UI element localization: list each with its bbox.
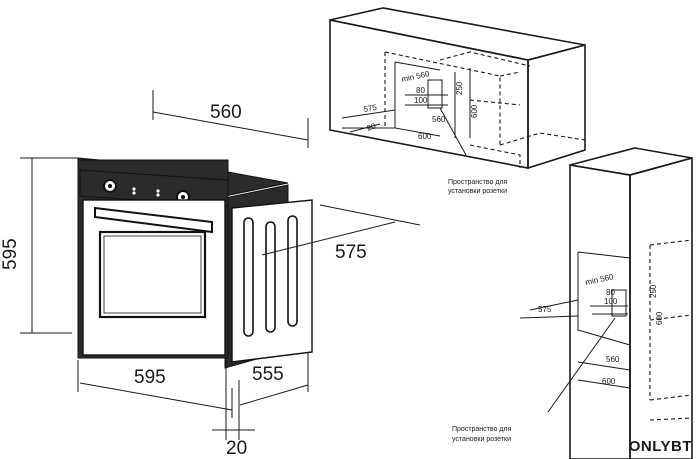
oven-control-panel <box>79 169 229 207</box>
top-label-250: 250 <box>455 81 464 95</box>
indicator-dot-icon <box>132 191 136 195</box>
top-label-575: 575 <box>363 103 378 114</box>
top-label-560: 560 <box>432 115 446 124</box>
tall-label-min560: min 560 <box>585 272 615 287</box>
top-label-600v: 600 <box>470 104 479 118</box>
tall-label-560: 560 <box>606 355 620 364</box>
top-note-line1: Пространство для <box>448 179 508 186</box>
oven-drawing <box>77 157 313 369</box>
knob-left-inner-icon <box>108 184 112 188</box>
tall-cabinet-front-face <box>569 164 631 459</box>
oven-dimensions: 560 595 575 595 555 20 <box>0 90 421 459</box>
tall-label-80: 80 <box>606 288 615 297</box>
upper-cabinet-drawing: min 560 80 100 250 600 575 560 20 600 Пр… <box>329 7 586 195</box>
indicator-dot-icon <box>156 193 160 197</box>
door-handle <box>94 206 213 234</box>
tall-note-line1: Пространство для <box>452 426 512 433</box>
watermark-logo: ONLYBT <box>628 438 692 455</box>
tall-label-600h: 600 <box>602 377 616 386</box>
top-label-min560: min 560 <box>401 69 431 84</box>
tall-note-line2: установки розетки <box>452 436 511 443</box>
indicator-dot-icon <box>156 189 160 193</box>
dim-offset-bottom: 20 <box>226 438 247 459</box>
dim-depth-bottom: 555 <box>252 364 284 385</box>
tall-label-575: 575 <box>538 305 552 314</box>
tall-cabinet-side-face <box>629 156 693 459</box>
tall-cabinet-top-face <box>569 147 693 176</box>
tall-label-100: 100 <box>604 297 618 306</box>
cabinet-side-face <box>527 43 586 170</box>
tall-label-250: 250 <box>649 284 658 298</box>
tall-label-600v: 600 <box>655 311 664 325</box>
top-note-line2: установки розетки <box>448 188 507 195</box>
side-ribs <box>243 215 298 337</box>
socket-zone-top <box>427 79 443 109</box>
tall-cabinet-drawing: min 560 80 100 250 600 575 560 600 Прост… <box>452 147 693 459</box>
dim-width-top: 560 <box>210 102 242 123</box>
oven-window-inner <box>103 235 202 314</box>
dim-depth-right: 575 <box>335 242 367 263</box>
oven-window <box>98 230 207 319</box>
top-label-80: 80 <box>416 86 425 95</box>
top-label-20: 20 <box>366 121 378 133</box>
top-label-100: 100 <box>414 96 428 105</box>
dim-width-bottom: 595 <box>134 367 166 388</box>
socket-zone-tall <box>611 289 627 317</box>
top-label-600h: 600 <box>418 132 432 141</box>
cabinet-front-face <box>329 19 529 169</box>
dim-height-left: 595 <box>0 238 21 270</box>
indicator-dot-icon <box>132 187 136 191</box>
cabinet-top-face <box>329 7 586 61</box>
knob-right-inner-icon <box>181 195 185 199</box>
